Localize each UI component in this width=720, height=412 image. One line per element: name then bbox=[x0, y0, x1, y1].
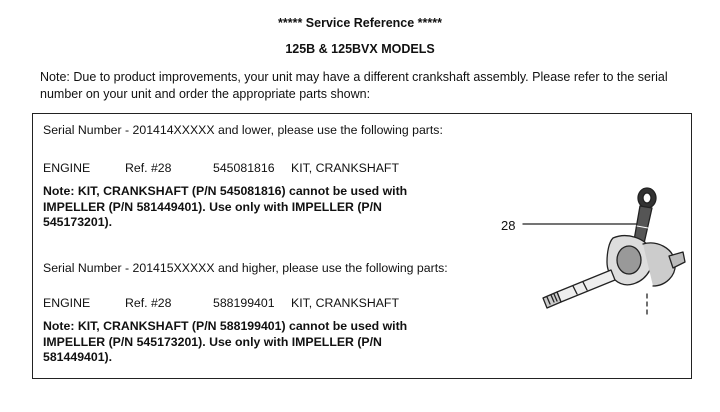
part-number: 545081816 bbox=[213, 161, 275, 175]
part-ref: Ref. #28 bbox=[125, 161, 172, 175]
intro-note: Note: Due to product improvements, your … bbox=[40, 70, 668, 101]
part-group: ENGINE bbox=[43, 161, 91, 175]
diagram-ref-number: 28 bbox=[501, 218, 516, 233]
part-ref: Ref. #28 bbox=[125, 296, 172, 310]
section-2-note: Note: KIT, CRANKSHAFT (P/N 588199401) ca… bbox=[43, 319, 408, 364]
section-1-serial-lead: Serial Number - 201414XXXXX and lower, p… bbox=[43, 123, 443, 137]
parts-panel: Serial Number - 201414XXXXX and lower, p… bbox=[32, 113, 692, 379]
crankshaft-illustration-icon bbox=[522, 187, 686, 315]
part-number: 588199401 bbox=[213, 296, 275, 310]
service-reference-title: ***** Service Reference ***** bbox=[278, 16, 442, 30]
section-1-note: Note: KIT, CRANKSHAFT (P/N 545081816) ca… bbox=[43, 184, 408, 229]
part-description: KIT, CRANKSHAFT bbox=[291, 161, 399, 175]
section-2-serial-lead: Serial Number - 201415XXXXX and higher, … bbox=[43, 261, 448, 275]
part-description: KIT, CRANKSHAFT bbox=[291, 296, 399, 310]
section-1-part-row: ENGINE Ref. #28 545081816 KIT, CRANKSHAF… bbox=[43, 161, 463, 177]
part-group: ENGINE bbox=[43, 296, 91, 310]
section-2-part-row: ENGINE Ref. #28 588199401 KIT, CRANKSHAF… bbox=[43, 296, 463, 312]
models-heading: 125B & 125BVX MODELS bbox=[285, 42, 435, 56]
